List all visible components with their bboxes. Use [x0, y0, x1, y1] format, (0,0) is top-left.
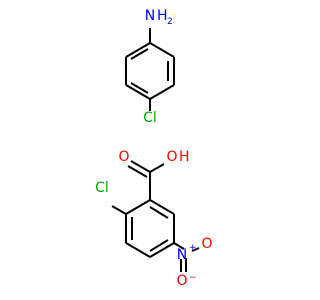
- nitro-oxygen-top-label: O: [201, 236, 212, 252]
- structures-svg: N H 2 Cl O O H Cl N: [95, 8, 212, 289]
- nitro-nitrogen-label: N: [177, 247, 187, 263]
- bond: [125, 84, 151, 100]
- structure-canvas: N H 2 Cl O O H Cl N: [95, 8, 213, 289]
- hydroxyl-hydrogen-label: H: [179, 149, 190, 165]
- bond: [149, 242, 175, 258]
- hydrogen-count-subscript: 2: [167, 17, 173, 27]
- double-bond-inner: [149, 239, 169, 252]
- bond: [125, 199, 151, 215]
- hydroxyl-oxygen-label: O: [166, 149, 177, 165]
- bond: [149, 84, 175, 100]
- double-bond-inner: [130, 82, 149, 94]
- nitro-nitrogen-charge: +: [189, 243, 197, 253]
- molecule-4-chloroaniline: N H 2 Cl: [125, 8, 175, 126]
- bond: [149, 42, 175, 58]
- nitro-oxygen-bottom-label: O: [176, 273, 187, 289]
- double-bond-inner: [130, 48, 149, 60]
- nitrogen-atom-label: N: [145, 8, 155, 24]
- bond-c-cl: [111, 205, 127, 215]
- double-bond-inner: [149, 206, 169, 219]
- bond-c-n: [173, 242, 185, 250]
- chlorine-atom-label: Cl: [143, 110, 157, 126]
- molecule-2-chloro-5-nitrobenzoic-acid: O O H Cl N + O O −: [95, 149, 212, 289]
- nitro-oxygen-charge: −: [189, 273, 197, 283]
- amine-hydrogen-label: H: [157, 8, 168, 24]
- chlorine-atom-label: Cl: [95, 180, 109, 196]
- bond-c-oh: [149, 163, 165, 173]
- benzene-ring-1: [125, 42, 175, 100]
- bond-c-o-double: [130, 160, 151, 173]
- bond: [125, 42, 151, 58]
- benzene-ring-2: [125, 199, 175, 258]
- bond-c-o-double-inner: [127, 165, 148, 178]
- bond-n-o-single: [191, 247, 200, 252]
- carbonyl-oxygen-label: O: [118, 149, 129, 165]
- bond: [149, 199, 175, 215]
- bond: [125, 242, 151, 258]
